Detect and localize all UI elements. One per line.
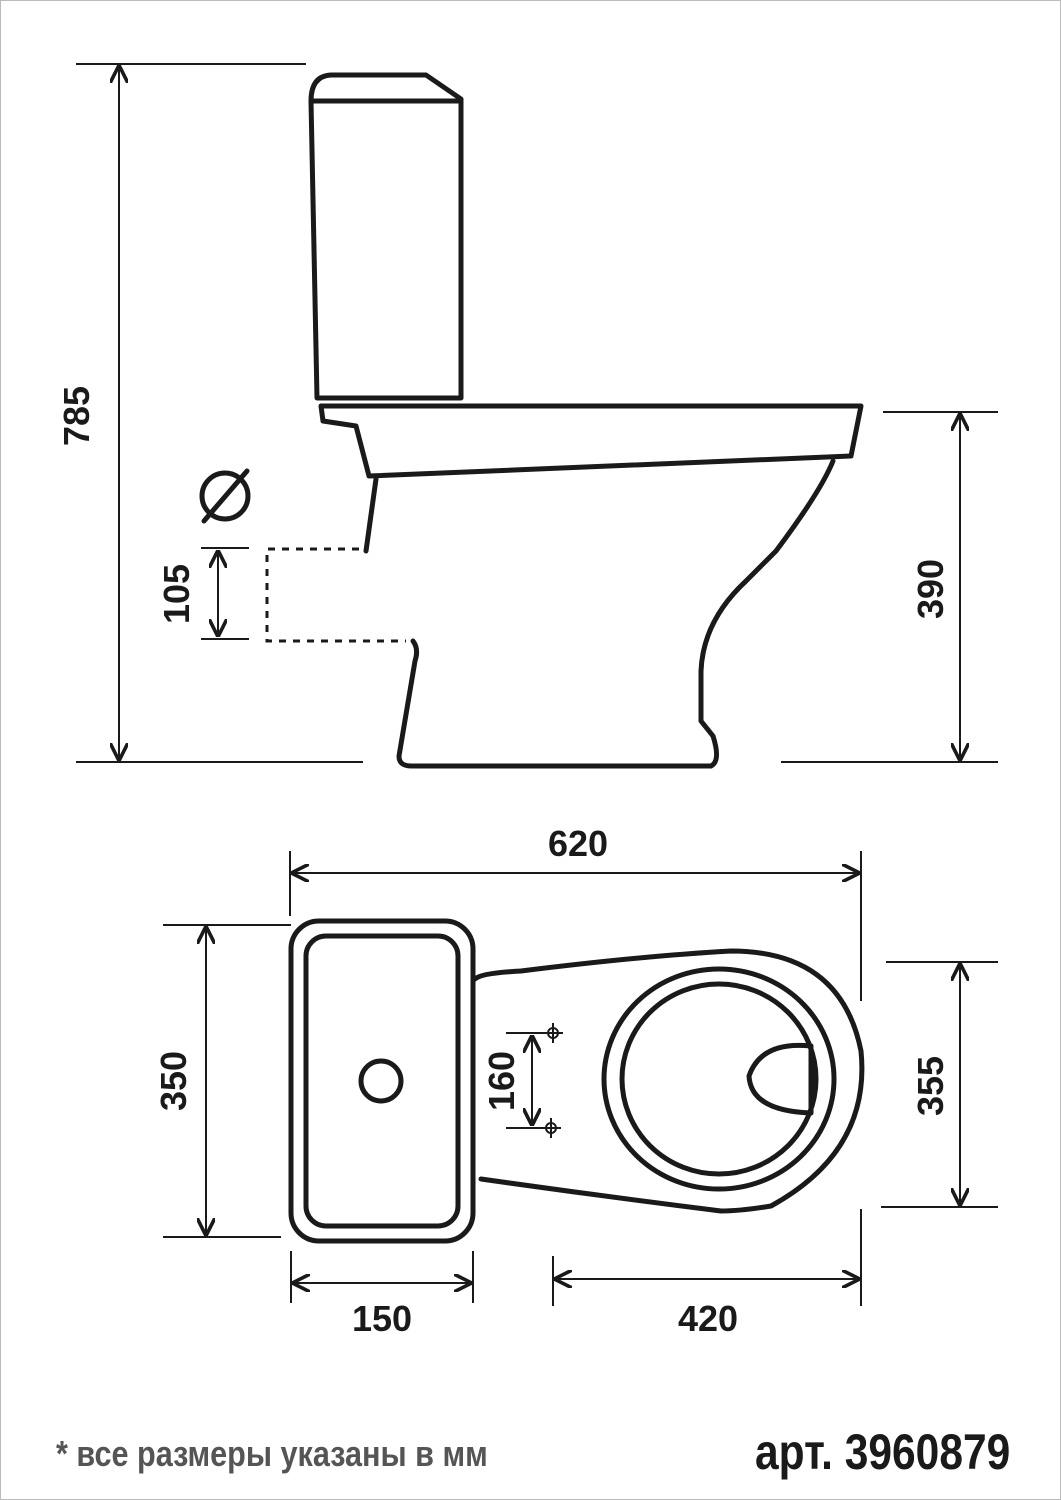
length-label: 620 — [548, 823, 608, 864]
seat-height-label: 390 — [910, 559, 951, 619]
bowl-top-outline — [472, 948, 865, 1214]
top-view: 620 160 350 355 150 420 — [153, 823, 998, 1339]
diameter-icon — [199, 468, 251, 524]
bolt-spacing-label: 160 — [481, 1051, 522, 1111]
side-view: 785 105 390 — [56, 63, 998, 769]
units-note: * все размеры указаны в мм — [56, 1433, 488, 1474]
bowl-rim-outline — [318, 403, 864, 479]
cistern-top-outline — [288, 918, 476, 1244]
height-label: 785 — [56, 386, 97, 446]
cistern-outline — [308, 72, 464, 401]
flush-button-icon — [358, 1058, 404, 1104]
tank-depth-label: 350 — [153, 1051, 194, 1111]
drain-height-label: 105 — [156, 564, 197, 624]
bowl-length-label: 420 — [678, 1298, 738, 1339]
bolt-hole-icons — [541, 1023, 563, 1138]
tank-width-label: 150 — [352, 1298, 412, 1339]
bowl-width-label: 355 — [910, 1056, 951, 1116]
bowl-body-outline — [363, 458, 836, 769]
article-number: арт. 3960879 — [754, 1424, 1010, 1480]
